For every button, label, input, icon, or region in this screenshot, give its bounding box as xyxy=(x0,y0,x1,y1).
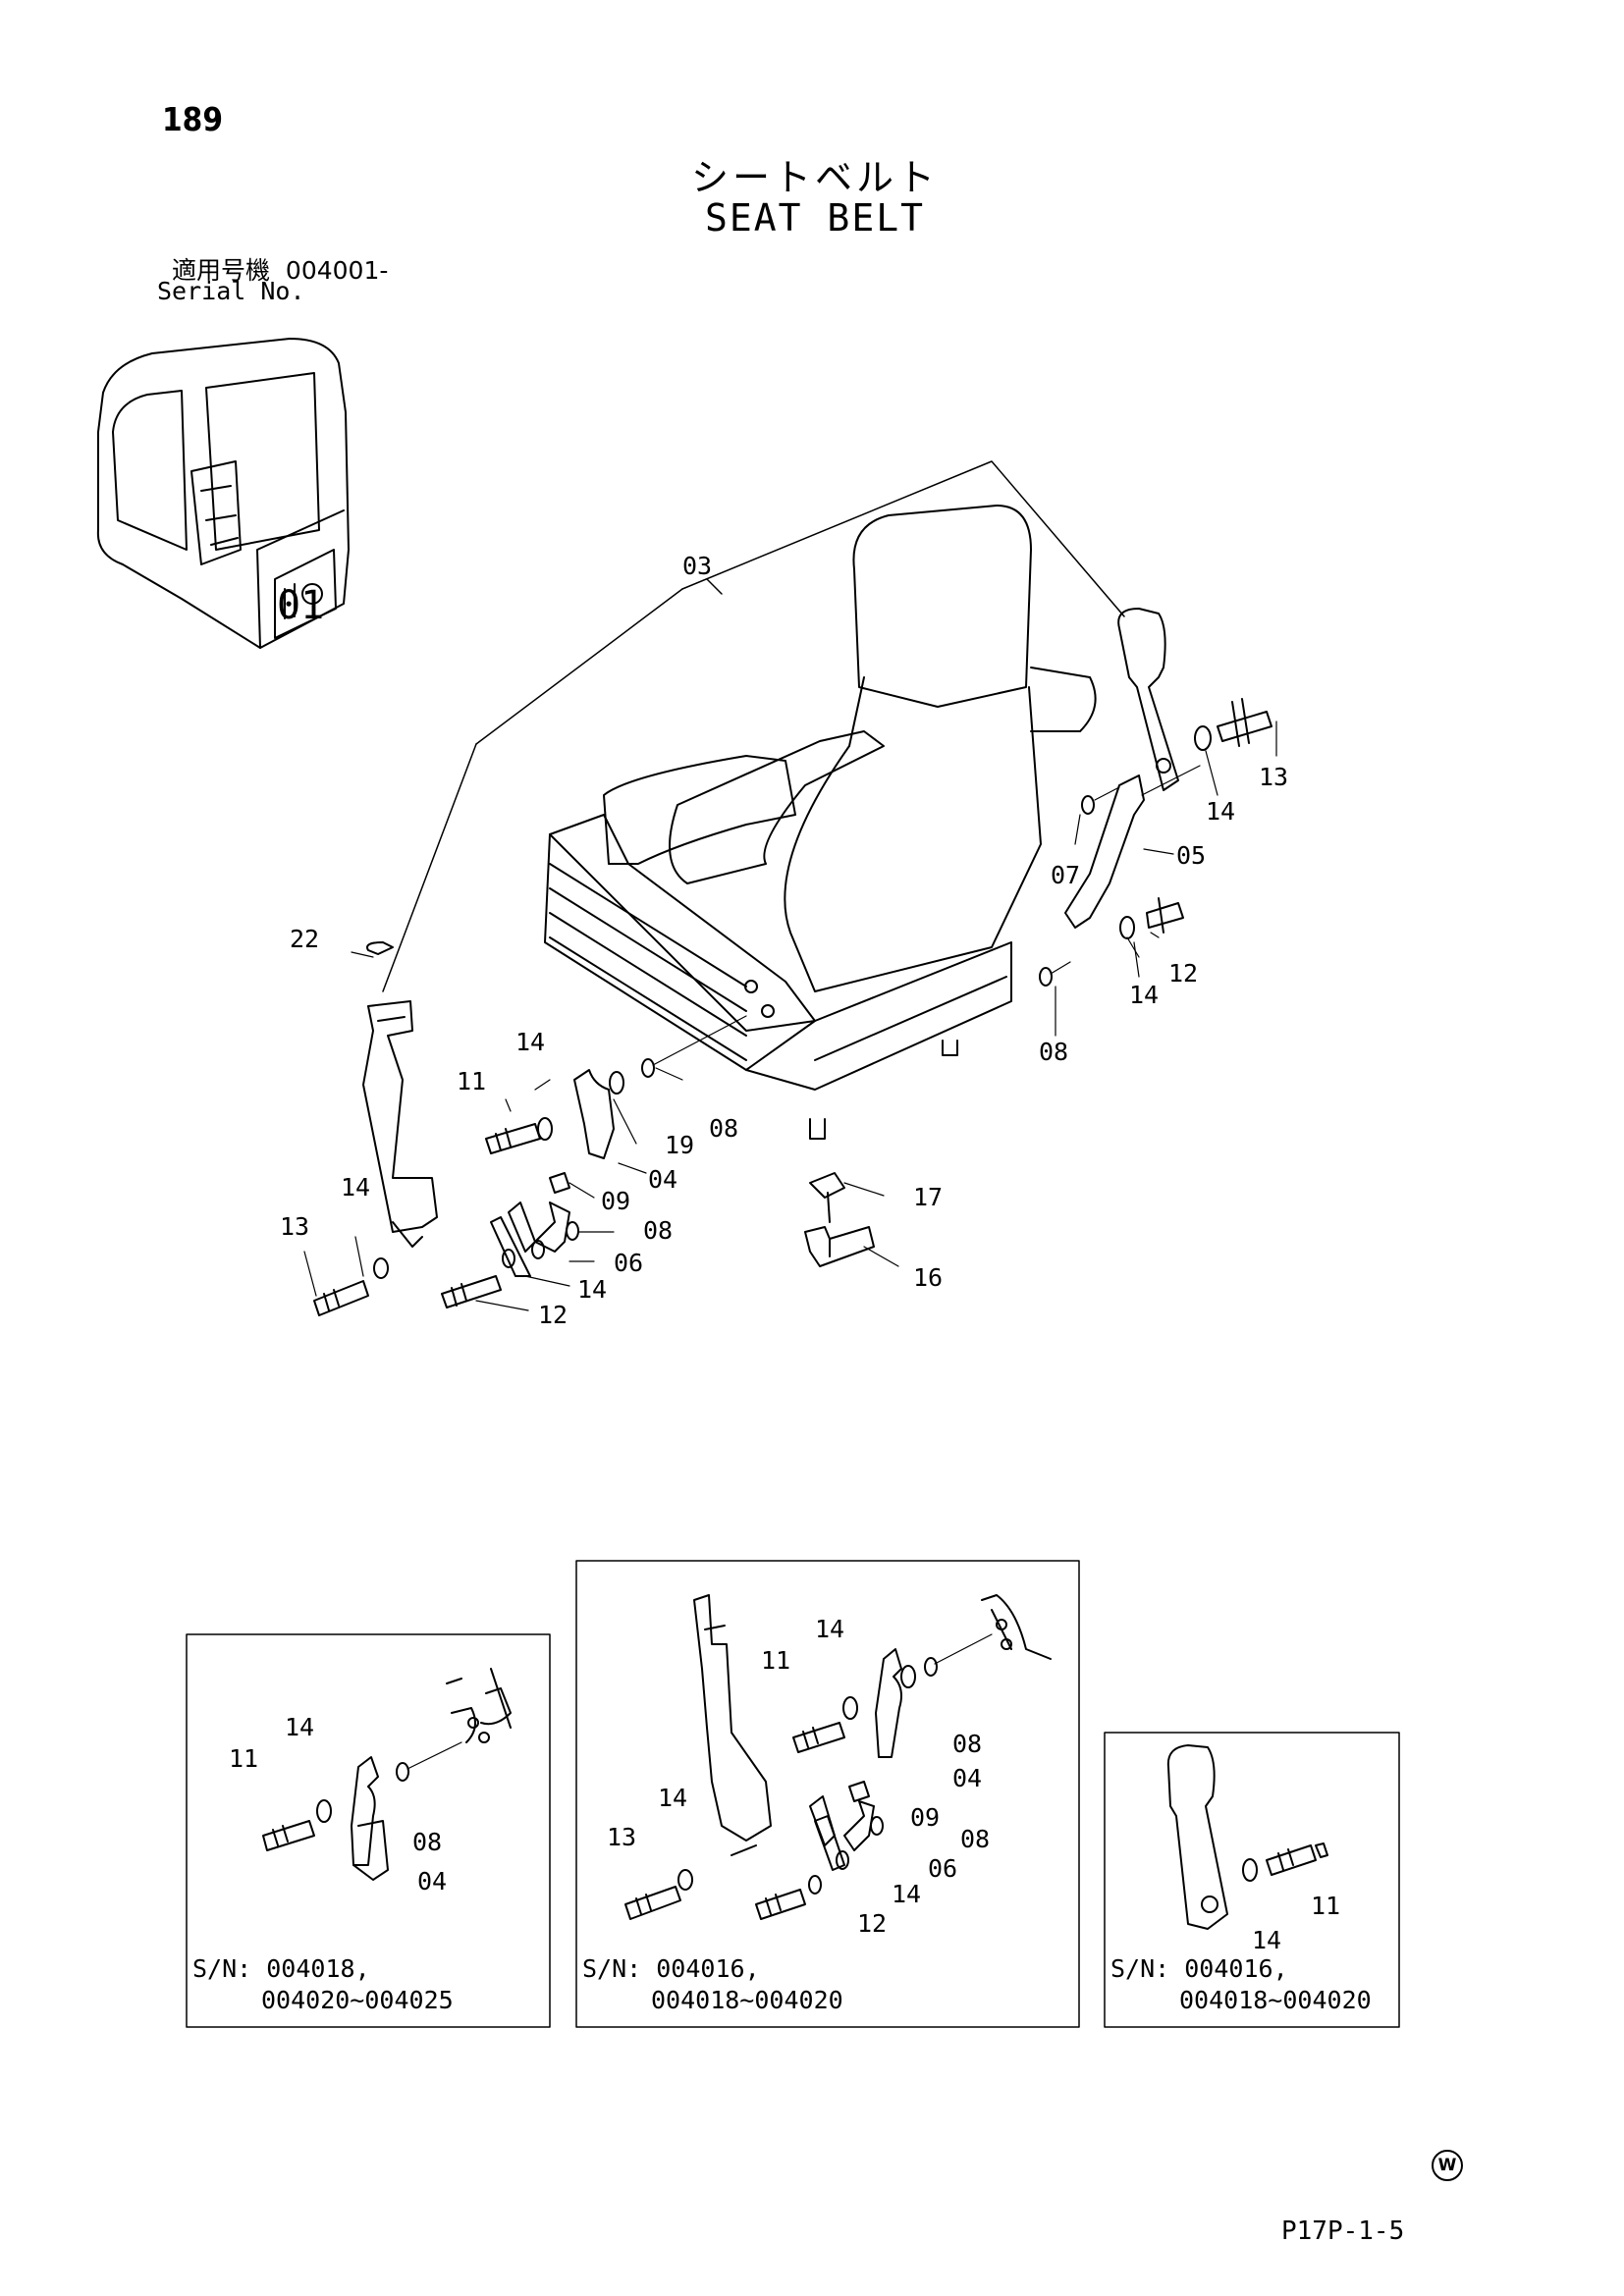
part-label-06: 06 xyxy=(614,1249,643,1277)
inset-box-2 xyxy=(575,1560,1080,2028)
part-label-14: 14 xyxy=(577,1275,607,1304)
inset-3-label-11: 11 xyxy=(1311,1892,1340,1920)
right-belt-strap xyxy=(1039,774,1184,987)
serial-value: 004001- xyxy=(285,256,389,285)
part-label-09: 09 xyxy=(601,1187,630,1215)
inset-2-caption: S/N: 004016, 004018~004020 xyxy=(582,1953,843,2016)
part-label-14: 14 xyxy=(1129,981,1159,1009)
title-english: SEAT BELT xyxy=(705,196,925,240)
inset-2-label-12: 12 xyxy=(857,1909,887,1938)
inset-3-drawing xyxy=(1166,1744,1328,1930)
cab-overview-illustration xyxy=(96,338,350,649)
inset-1-label-08: 08 xyxy=(412,1828,442,1856)
inset-1-label-04: 04 xyxy=(417,1867,447,1896)
serial-label-jp-text: 適用号機 xyxy=(172,256,271,285)
inset-box-1 xyxy=(186,1633,551,2028)
part-label-08: 08 xyxy=(709,1114,738,1143)
inset-2-label-08: 08 xyxy=(960,1825,990,1853)
inset-3-caption-line1: S/N: 004016, xyxy=(1110,1954,1288,1983)
page-code: P17P-1-5 xyxy=(1281,2216,1405,2246)
inset-2-caption-line2: 004018~004020 xyxy=(651,1986,843,2014)
part-label-22: 22 xyxy=(290,925,319,953)
inset-1-caption-line2: 004020~004025 xyxy=(261,1986,454,2014)
inset-1-drawing xyxy=(262,1668,512,1881)
leader-lines xyxy=(303,721,1277,1311)
part-label-08: 08 xyxy=(643,1216,673,1245)
part-label-03: 03 xyxy=(682,552,712,580)
part-label-08: 08 xyxy=(1039,1038,1068,1066)
part-label-14: 14 xyxy=(1206,797,1235,826)
inset-2-caption-line1: S/N: 004016, xyxy=(582,1954,760,1983)
inset-3-caption-line2: 004018~004020 xyxy=(1179,1986,1372,2014)
inset-2-label-09: 09 xyxy=(910,1803,940,1832)
inset-1-label-14: 14 xyxy=(285,1713,314,1741)
page-number: 189 xyxy=(162,100,223,138)
inset-2-label-14: 14 xyxy=(658,1784,687,1812)
bracket-and-bolt xyxy=(804,1172,875,1267)
title-japanese: シートベルト xyxy=(690,156,939,199)
inset-2-label-14: 14 xyxy=(892,1880,921,1908)
part-label-07: 07 xyxy=(1051,861,1080,889)
part-label-19: 19 xyxy=(665,1131,694,1159)
part-label-14: 14 xyxy=(341,1173,370,1201)
serial-label-japanese: 適用号機 004001- xyxy=(172,251,388,287)
serial-label-english: Serial No. xyxy=(157,277,305,305)
part-label-12: 12 xyxy=(1168,959,1198,988)
inset-3-label-14: 14 xyxy=(1252,1926,1281,1954)
part-label-11: 11 xyxy=(457,1067,486,1095)
cab-marker-label: 01 xyxy=(277,583,324,628)
main-part-labels: 0322141119080409080614121314131407051214… xyxy=(280,552,1288,1329)
inset-2-label-06: 06 xyxy=(928,1854,957,1883)
left-buckle-belt xyxy=(313,941,747,1316)
part-label-17: 17 xyxy=(913,1183,943,1211)
right-belt-anchor xyxy=(1117,608,1272,796)
inset-1-label-11: 11 xyxy=(229,1744,258,1773)
part-label-13: 13 xyxy=(280,1212,309,1241)
part-label-13: 13 xyxy=(1259,763,1288,791)
inset-1-caption-line1: S/N: 004018, xyxy=(192,1954,370,1983)
inset-2-label-13: 13 xyxy=(607,1823,636,1851)
inset-2-label-08: 08 xyxy=(952,1730,982,1758)
part-label-12: 12 xyxy=(538,1301,568,1329)
watermark-circle: W xyxy=(1432,2150,1463,2181)
part-label-05: 05 xyxy=(1176,841,1206,870)
part-label-16: 16 xyxy=(913,1263,943,1292)
inset-box-3 xyxy=(1104,1732,1400,2028)
inset-3-caption: S/N: 004016, 004018~004020 xyxy=(1110,1953,1372,2016)
operator-seat-illustration xyxy=(544,505,1097,1140)
inset-1-caption: S/N: 004018, 004020~004025 xyxy=(192,1953,454,2016)
part-label-04: 04 xyxy=(648,1165,677,1194)
inset-2-label-11: 11 xyxy=(761,1646,790,1675)
part-label-14: 14 xyxy=(515,1028,545,1056)
inset-2-label-04: 04 xyxy=(952,1764,982,1792)
inset-2-drawing xyxy=(624,1594,1052,1920)
inset-2-label-14: 14 xyxy=(815,1615,844,1643)
